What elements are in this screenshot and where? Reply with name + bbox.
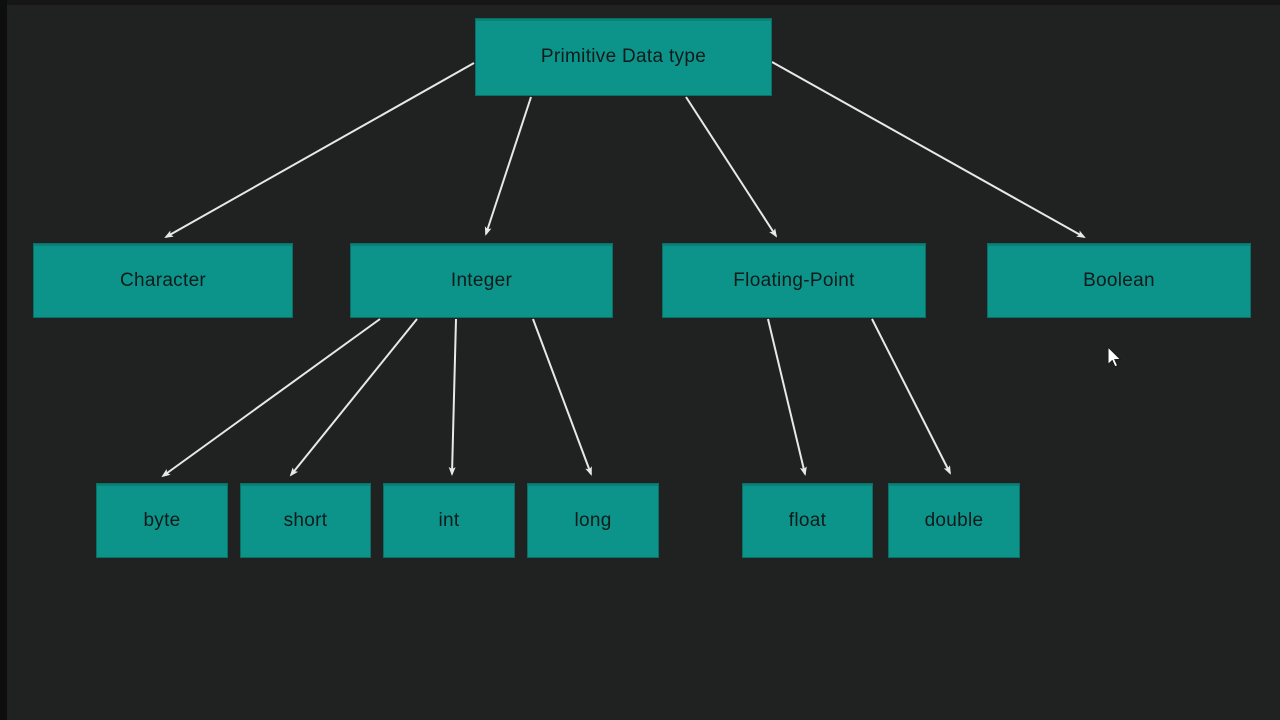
edge-floating-float	[767, 318, 807, 476]
node-long: long	[527, 483, 659, 558]
node-double: double	[888, 483, 1020, 558]
edge-integer-long	[532, 318, 592, 476]
edge-root-integer	[484, 96, 532, 236]
node-int: int	[383, 483, 515, 558]
edge-root-floating	[685, 96, 778, 238]
node-primitive-data-type: Primitive Data type	[475, 18, 772, 96]
mouse-cursor-icon	[1107, 346, 1122, 368]
node-floating-point: Floating-Point	[662, 243, 926, 318]
node-float: float	[742, 483, 873, 558]
node-boolean: Boolean	[987, 243, 1251, 318]
edge-floating-double	[871, 318, 951, 475]
node-character: Character	[33, 243, 293, 318]
node-short: short	[240, 483, 371, 558]
edge-root-character	[164, 62, 475, 238]
edge-root-boolean	[771, 61, 1086, 238]
node-integer: Integer	[350, 243, 613, 318]
top-edge-strip	[0, 0, 1280, 5]
left-edge-strip	[0, 0, 7, 720]
edge-integer-int	[448, 318, 457, 476]
node-byte: byte	[96, 483, 228, 558]
edge-integer-byte	[161, 318, 381, 478]
edge-integer-short	[289, 318, 418, 477]
